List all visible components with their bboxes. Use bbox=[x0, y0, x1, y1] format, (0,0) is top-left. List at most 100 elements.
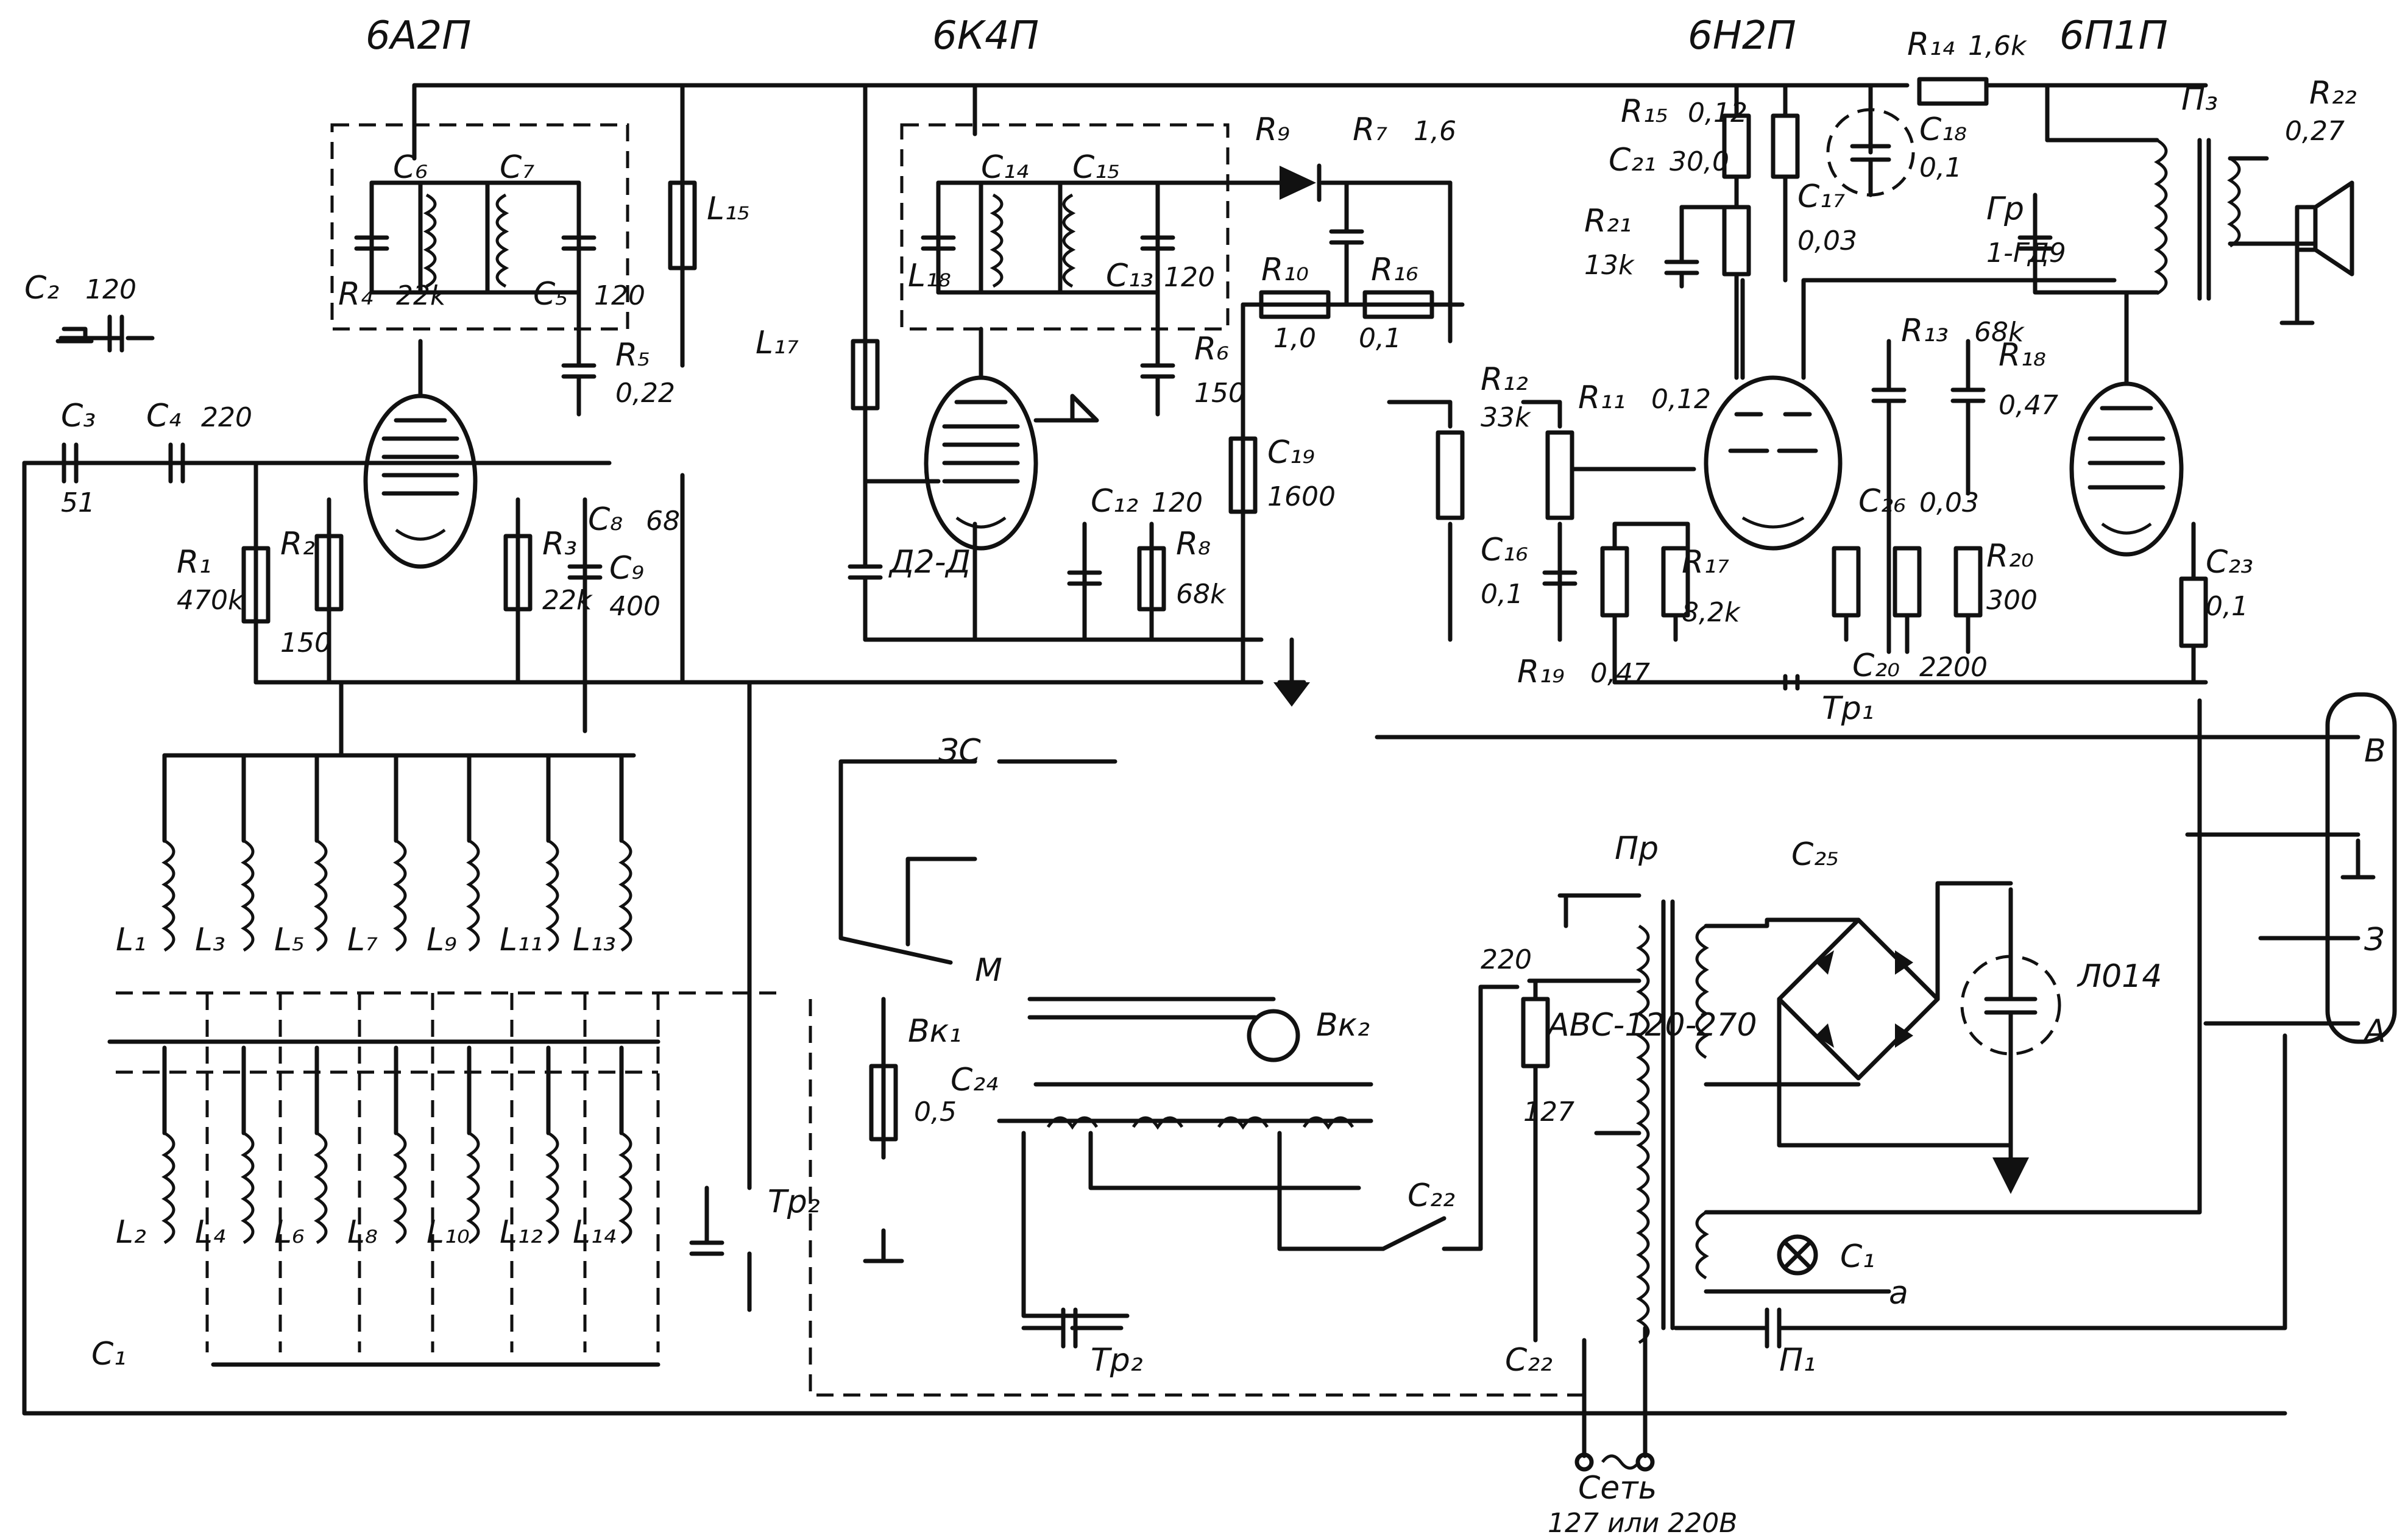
r11-value: 30,0 bbox=[1670, 146, 1729, 177]
coil-bank-coils bbox=[161, 839, 632, 1245]
coil-label-l2: L₂ bbox=[116, 1214, 146, 1251]
motor-label: C₂₄ bbox=[951, 1062, 998, 1098]
c24-capacitor bbox=[1021, 1307, 1124, 1349]
r13-value: 0,47 bbox=[1590, 658, 1650, 689]
c2-label: C₂ bbox=[24, 270, 59, 306]
c7-label: R₅ bbox=[615, 337, 650, 373]
r6-value: 68k bbox=[1176, 579, 1227, 610]
r7-resistor bbox=[1228, 302, 1258, 685]
c22-label: Тр₂ bbox=[768, 1184, 820, 1220]
c14-label: Д2-Д bbox=[888, 544, 971, 581]
c9-label: C₉ bbox=[609, 550, 644, 587]
c6-value: 120 bbox=[594, 280, 645, 311]
c1-label: П₁ bbox=[1779, 1342, 1816, 1379]
c2-value: 120 bbox=[85, 274, 136, 305]
r12-label: R₁₅ bbox=[1621, 93, 1668, 130]
c25-label: Л014 bbox=[2077, 958, 2162, 995]
r19-value: 300 bbox=[1986, 585, 2038, 616]
r15-value: 0,03 bbox=[1797, 225, 1857, 256]
tr2-label: Пр bbox=[1615, 830, 1659, 867]
r19-label: R₂₀ bbox=[1986, 538, 2034, 574]
r16-label: R₁₁ bbox=[1578, 380, 1626, 416]
b-plus-rail bbox=[412, 83, 2208, 344]
connector-pin-z: З bbox=[2364, 922, 2384, 958]
mains-voltage: 127 или 220В bbox=[1548, 1508, 1737, 1539]
switch-section bbox=[838, 759, 1117, 1263]
vk1-switch bbox=[1381, 984, 1520, 1251]
c21-label: C₁₈ bbox=[1919, 111, 1967, 148]
coil-labels-lower: L₂ L₄ L₆ L₈ L₁₀ L₁₂ L₁₄ bbox=[116, 1214, 616, 1251]
c12-value: 1,6 bbox=[1414, 116, 1456, 147]
r2-value: 150 bbox=[280, 627, 331, 659]
c15-value: 120 bbox=[1152, 487, 1203, 518]
c22-capacitor bbox=[689, 680, 752, 1312]
c13-capacitor bbox=[1140, 290, 1175, 417]
r3-label: R₃ bbox=[542, 526, 577, 562]
ground-bus bbox=[1273, 637, 1310, 707]
p3-label: М bbox=[975, 952, 1002, 989]
coil-label-l12: L₁₂ bbox=[500, 1214, 543, 1251]
c19-label: C₁₆ bbox=[1481, 532, 1528, 568]
tube-label-6p1p: 6П1П bbox=[2059, 13, 2168, 58]
c13-value: 150 bbox=[1194, 378, 1245, 409]
v3-anode-network bbox=[1664, 77, 1989, 380]
coil-bank bbox=[107, 680, 786, 1367]
pr-label: АВС-120-270 bbox=[1546, 1007, 1757, 1044]
c7-value: 0,22 bbox=[615, 378, 675, 409]
filament-a-label: а bbox=[1889, 1275, 1908, 1312]
coil-label-l4: L₄ bbox=[195, 1214, 225, 1251]
r2-label: R₂ bbox=[280, 526, 315, 562]
c24-label: Тр₂ bbox=[1091, 1342, 1143, 1379]
tap-127: 127 bbox=[1523, 1097, 1574, 1128]
c9-value: 400 bbox=[609, 591, 660, 622]
r3-value: 22k bbox=[542, 585, 593, 616]
r11-label: C₂₁ bbox=[1609, 142, 1656, 178]
detector-d2d bbox=[1155, 163, 1465, 344]
c3-value: 51 bbox=[61, 487, 95, 518]
coil-label-l6: L₆ bbox=[274, 1214, 305, 1251]
c23-label: ЗС bbox=[938, 733, 981, 769]
d2d-label: R₉ bbox=[1255, 111, 1290, 148]
r7-value: 1600 bbox=[1267, 481, 1336, 512]
r14-value: 8,2k bbox=[1682, 597, 1741, 628]
l17-label: C₁₄ bbox=[981, 149, 1029, 186]
r8-label: R₁₀ bbox=[1261, 252, 1309, 288]
r12-value: 0,12 bbox=[1688, 97, 1748, 129]
vk1-label: C₂₂ bbox=[1408, 1178, 1455, 1214]
r22-label: Вк₁ bbox=[908, 1013, 961, 1050]
power-transformer-tr2 bbox=[1527, 893, 1709, 1344]
c17-value: 68k bbox=[1974, 317, 2025, 348]
c26-label: Тр₁ bbox=[1822, 690, 1874, 727]
fuse-pr bbox=[1521, 978, 1550, 1343]
tr1-label: П₃ bbox=[2181, 81, 2218, 118]
if-can-2 bbox=[900, 123, 1230, 331]
tube-label-6k4p: 6К4П bbox=[932, 13, 1039, 58]
c5-value: 22k bbox=[396, 280, 447, 311]
coil-label-l9: L₉ bbox=[427, 922, 457, 958]
r20-resistor bbox=[2179, 521, 2208, 685]
r17-label: C₂₀ bbox=[1852, 648, 1900, 684]
c19-value: 0,1 bbox=[1481, 579, 1523, 610]
mains-input bbox=[809, 999, 1655, 1472]
tube-6p1p: 6П1П bbox=[2059, 13, 2184, 557]
r1-value: 470k bbox=[177, 585, 244, 616]
c11-label: C₁₃ bbox=[1106, 258, 1153, 294]
r17-value: 2200 bbox=[1919, 652, 1988, 683]
r15-label: C₁₇ bbox=[1797, 178, 1845, 215]
r4-resistor bbox=[668, 174, 697, 685]
coil-label-l14: L₁₄ bbox=[573, 1214, 616, 1251]
speaker-label: R₂₂ bbox=[2309, 75, 2357, 111]
c6-label: C₅ bbox=[533, 276, 568, 313]
c11-value: 120 bbox=[1164, 262, 1215, 293]
r9-value: 0,1 bbox=[1359, 323, 1401, 354]
coil-label-l3: L₃ bbox=[195, 922, 225, 958]
tap-220: 220 bbox=[1481, 944, 1532, 975]
zs-label: Вк₂ bbox=[1316, 1007, 1370, 1044]
c20-label: Гр bbox=[1986, 191, 2024, 227]
if-can-1 bbox=[330, 123, 629, 331]
c1-capacitor bbox=[1673, 1033, 2287, 1349]
c21-capacitor bbox=[1826, 108, 1915, 197]
antenna-input bbox=[22, 314, 2287, 1416]
r6-label: R₈ bbox=[1176, 526, 1211, 562]
